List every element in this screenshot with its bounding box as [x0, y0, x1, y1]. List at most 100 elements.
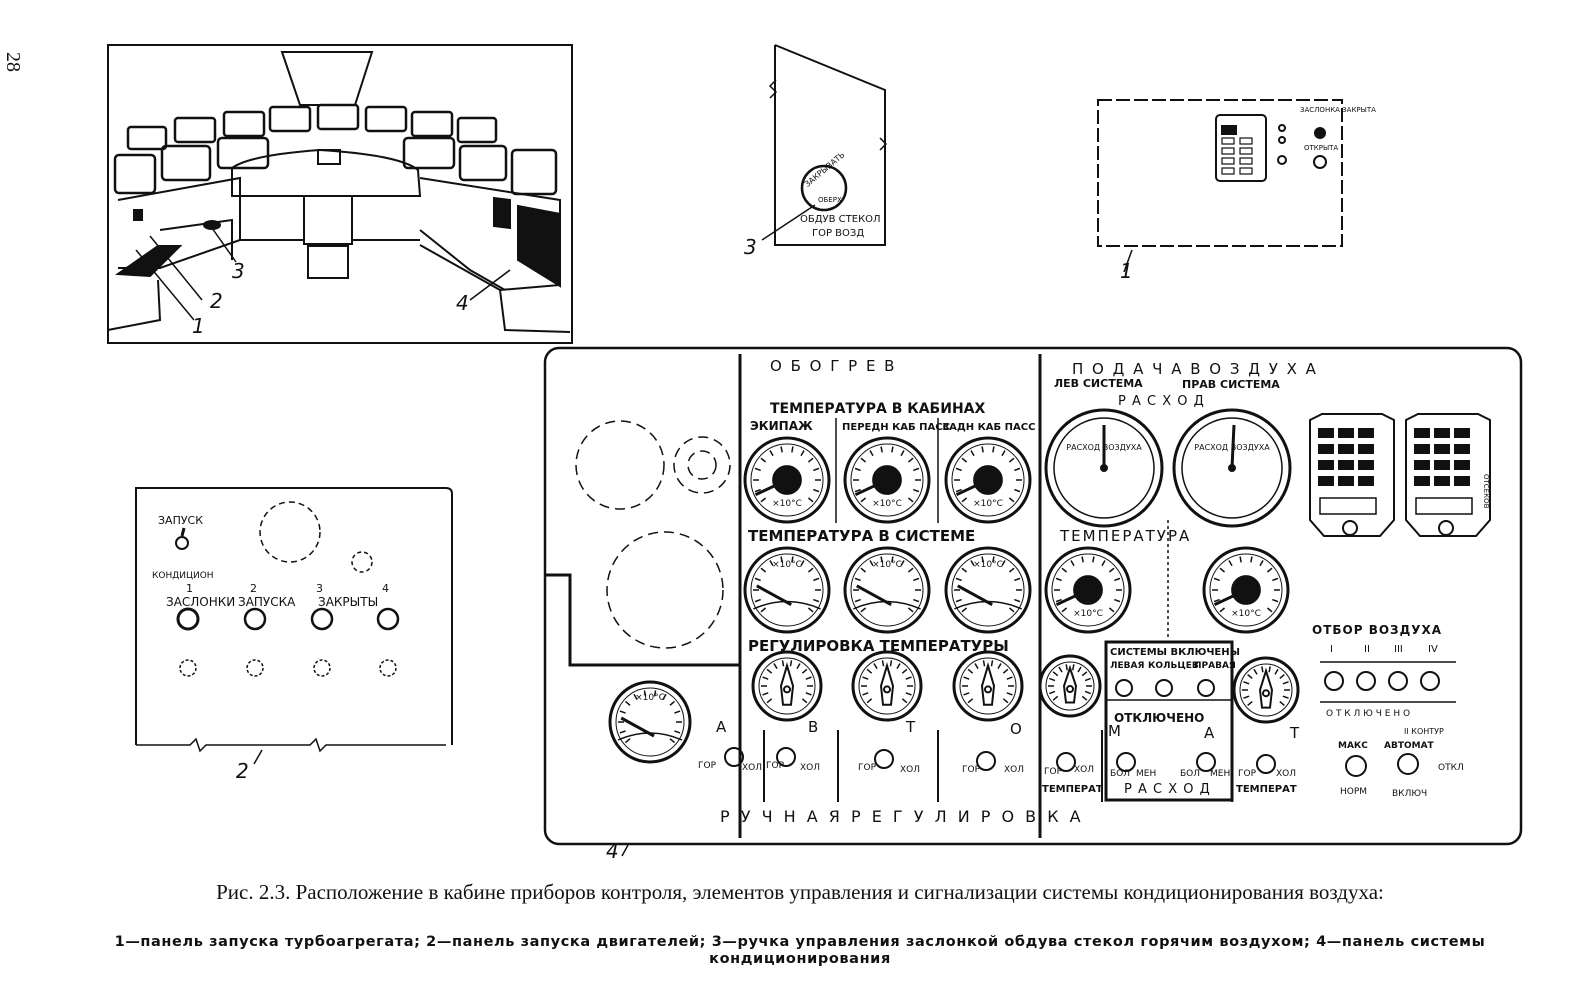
- temperature-title: ТЕМПЕРАТУРА: [1059, 527, 1191, 545]
- less-label-2: МЕН: [1210, 769, 1230, 779]
- automat-letter-2: В: [808, 718, 818, 736]
- blow-glass-label: ОБДУВ СТЕКОЛ: [800, 214, 881, 225]
- num-2: 2: [250, 582, 257, 595]
- temp-regulation-title: РЕГУЛИРОВКА ТЕМПЕРАТУРЫ: [748, 637, 1009, 655]
- annunciator-panels: [1309, 413, 1491, 537]
- sys-ring-label: КОЛЬЦЕВ: [1148, 661, 1199, 671]
- regulator-gauge-1: [751, 650, 823, 722]
- automat-label: АВТОМАТ: [1384, 741, 1435, 751]
- num-3: 3: [316, 582, 323, 595]
- left-system-label: ЛЕВ СИСТЕМА: [1054, 377, 1143, 390]
- rear-cabin-temp-gauge-unit: ×10°С: [973, 499, 1003, 509]
- figure-caption: Рис. 2.3. Расположение в кабине приборов…: [216, 880, 1384, 904]
- automat-letter-7: Т: [1289, 724, 1300, 742]
- cond-label: КОНДИЦИОН: [152, 571, 214, 581]
- system-temp-gauge-2-unit: ×10°С: [872, 560, 902, 570]
- flow-title: Р А С Х О Д: [1118, 394, 1205, 409]
- right-temp-gauge-unit: ×10°С: [1231, 609, 1261, 619]
- contour-label: II КОНТУР: [1404, 727, 1444, 736]
- more-label-2: БОЛ: [1180, 769, 1200, 779]
- left-temp-gauge-unit: ×10°С: [1073, 609, 1103, 619]
- systems-on-label: СИСТЕМЫ ВКЛЮЧЕНЫ: [1110, 647, 1240, 658]
- auxiliary-temp-gauge: [608, 680, 692, 764]
- hot-label-1: ГОР: [698, 761, 717, 771]
- front-pass-label: ПЕРЕДН КАБ ПАСС: [842, 422, 950, 433]
- regulator-gauge-2: [851, 650, 923, 722]
- left-temp-gauge: [1044, 546, 1132, 634]
- flap-open-label: ОТКРЫТА: [1304, 144, 1338, 152]
- systems-off-label: ОТКЛЮЧЕНО: [1114, 711, 1204, 725]
- cold-label-5: ХОЛ: [1074, 765, 1094, 775]
- otkl-label: ОТКЛ: [1438, 763, 1464, 773]
- flap-closed-label: ЗАСЛОНКА ЗАКРЫТА: [1300, 106, 1376, 114]
- temperat-label-right: ТЕМПЕРАТ: [1236, 784, 1297, 795]
- hot-label-3: ГОР: [858, 763, 877, 773]
- rear-pass-label: ЗАДН КАБ ПАСС: [942, 422, 1035, 433]
- automat-letter-4: О: [1010, 720, 1022, 738]
- ac-panel-frame: [543, 346, 1523, 857]
- cabin-temp-title: ТЕМПЕРАТУРА В КАБИНАХ: [770, 401, 985, 417]
- cold-label-6: ХОЛ: [1276, 769, 1296, 779]
- flow-gauge-right-unit: РАСХОД ВОЗДУХА: [1194, 443, 1270, 452]
- more-label-1: БОЛ: [1110, 769, 1130, 779]
- gauges: ×10°С ×10°С ×10°С ×10°С ×10°С ×10°С ×10°С ×10°С…: [608, 436, 1300, 764]
- callout-3-cockpit: 3: [232, 259, 245, 283]
- system-temp-title: ТЕМПЕРАТУРА В СИСТЕМЕ: [748, 527, 975, 545]
- system-temp-gauge-1-unit: ×10°С: [772, 560, 802, 570]
- regulator-gauge-3: [952, 650, 1024, 722]
- right-temp-gauge: [1202, 546, 1290, 634]
- automat-letter-3: Т: [905, 718, 916, 736]
- bleed-num-4: IV: [1428, 644, 1438, 655]
- auxiliary-temp-gauge-unit: ×10°С: [635, 693, 665, 703]
- num-1: 1: [186, 582, 193, 595]
- less-label-1: МЕН: [1136, 769, 1156, 779]
- callout-4: 4: [606, 839, 619, 863]
- cockpit-overview: [107, 44, 573, 344]
- cold-label-1: ХОЛ: [742, 763, 762, 773]
- bleed-num-2: II: [1364, 644, 1370, 655]
- automat-letter-6: А: [1204, 724, 1215, 742]
- right-system-label: ПРАВ СИСТЕМА: [1182, 378, 1280, 391]
- start-label: ЗАПУСК: [158, 514, 203, 527]
- hot-label-6: ГОР: [1238, 769, 1257, 779]
- bleed-num-3: III: [1394, 644, 1403, 655]
- crew-temp-gauge-unit: ×10°С: [772, 499, 802, 509]
- front-cabin-temp-gauge: [843, 436, 931, 524]
- callout-3: 3: [744, 235, 757, 259]
- front-cabin-temp-gauge-unit: ×10°С: [872, 499, 902, 509]
- vkl-label: ВКЛЮЧ: [1392, 789, 1427, 799]
- system-temp-gauge-3-unit: ×10°С: [973, 560, 1003, 570]
- system-temp-gauge-3: [944, 546, 1032, 634]
- callout-2-cockpit: 2: [210, 289, 223, 313]
- cold-label-4: ХОЛ: [1004, 765, 1024, 775]
- compartments-label: ОТСЕКОВ: [1482, 474, 1490, 509]
- automat-letter-5: М: [1108, 722, 1121, 740]
- flow-gauges: [1044, 408, 1292, 528]
- temperat-label-left: ТЕМПЕРАТ: [1042, 784, 1103, 795]
- max-label: МАКС: [1338, 741, 1368, 751]
- bleed-off-label: О Т К Л Ю Ч Е Н О: [1326, 709, 1410, 719]
- start-label-2: ЗАПУСКА: [238, 595, 296, 609]
- hot-label-4: ГОР: [962, 765, 981, 775]
- norm-label: НОРМ: [1340, 787, 1367, 797]
- engine-start-panel: [135, 487, 453, 765]
- system-temp-gauge-2: [843, 546, 931, 634]
- heating-title: О Б О Г Р Е В: [770, 357, 896, 375]
- sys-right-label: ПРАВАЯ: [1194, 661, 1236, 671]
- turbo-start-panel: [1097, 99, 1343, 247]
- flow-gauge-left-unit: РАСХОД ВОЗДУХА: [1066, 443, 1142, 452]
- handle-knob-text-2: ОБЕРХ: [818, 196, 842, 204]
- ac-panel-labels: О Б О Г Р Е В П О Д А Ч А В О З Д У Х А …: [606, 357, 1490, 863]
- closed-label: ЗАКРЫТЫ: [318, 595, 378, 609]
- automat-letter-1: А: [716, 718, 727, 736]
- rear-cabin-temp-gauge: [944, 436, 1032, 524]
- hot-label-2: ГОР: [766, 761, 785, 771]
- callout-1-cockpit: 1: [192, 314, 205, 338]
- turbo-panel-elements: [1123, 114, 1327, 273]
- crew-temp-gauge: [743, 436, 831, 524]
- sys-left-label: ЛЕВАЯ: [1110, 661, 1144, 671]
- callout-2: 2: [236, 759, 249, 783]
- switches: [724, 661, 1456, 777]
- callout-4-cockpit: 4: [456, 291, 469, 315]
